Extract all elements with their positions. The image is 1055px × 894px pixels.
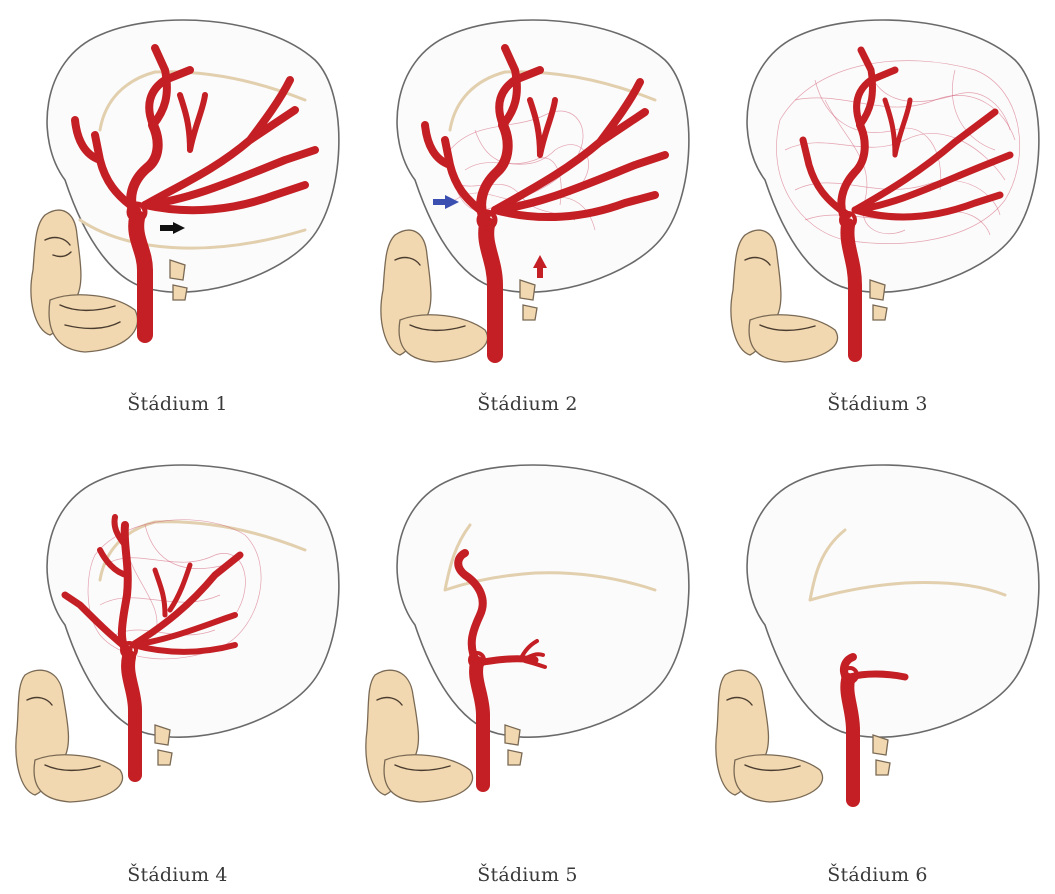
stage-4-illustration — [5, 445, 350, 815]
stage-3-illustration — [705, 0, 1050, 370]
stage-5-panel: Štádium 5 — [355, 445, 700, 815]
stage-5-illustration — [355, 445, 700, 815]
stage-6-panel: Štádium 6 — [705, 445, 1050, 815]
stage-caption: Štádium 6 — [705, 864, 1050, 886]
stage-2-panel: Štádium 2 — [355, 0, 700, 370]
stage-6-illustration — [705, 445, 1050, 815]
stage-caption: Štádium 5 — [355, 864, 700, 886]
stage-caption: Štádium 2 — [355, 393, 700, 415]
stage-3-panel: Štádium 3 — [705, 0, 1050, 370]
stage-1-illustration — [5, 0, 350, 370]
stage-1-panel: Štádium 1 — [5, 0, 350, 370]
skull — [397, 465, 689, 737]
stage-2-illustration — [355, 0, 700, 370]
stage-caption: Štádium 1 — [5, 393, 350, 415]
stage-4-panel: Štádium 4 — [5, 445, 350, 815]
stage-caption: Štádium 4 — [5, 864, 350, 886]
stage-caption: Štádium 3 — [705, 393, 1050, 415]
skull — [747, 465, 1039, 737]
